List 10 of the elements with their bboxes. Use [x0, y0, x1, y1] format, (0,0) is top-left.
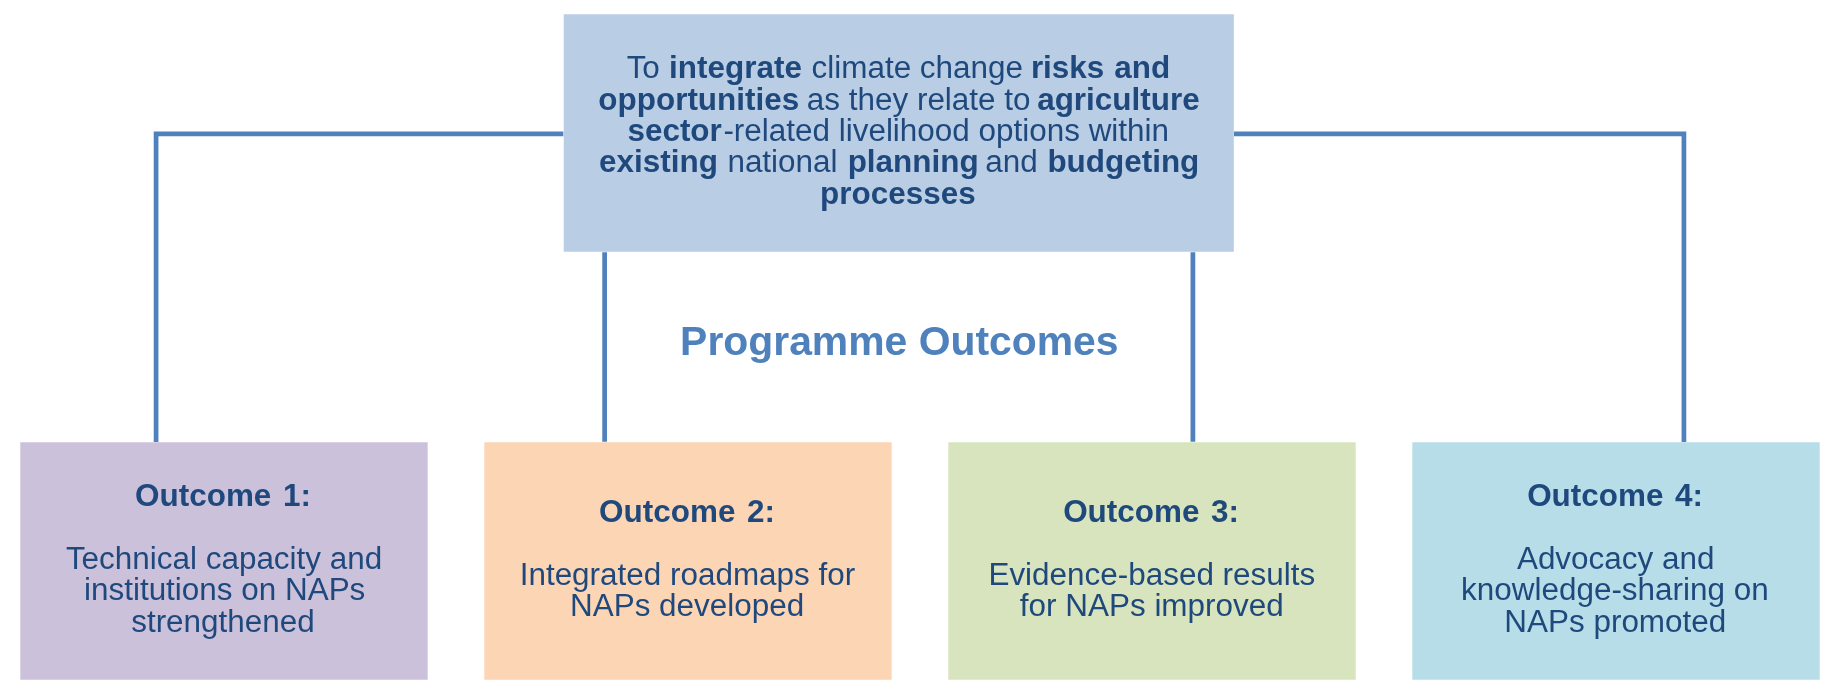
node-box: To integrate climate change risks and opportunities as they relate to agriculture sector-related livelihood options within existing national planning and budgeting processes [563, 14, 1234, 252]
node-box: Outcome 2: Integrated roadmaps for NAPs developed [484, 442, 892, 680]
connector [602, 252, 607, 442]
node-box: Outcome 4: Advocacy and knowledge-sharing on NAPs promoted [1412, 442, 1820, 680]
node-box: Outcome 1: Technical capacity and institutions on NAPs strengthened [20, 442, 428, 680]
connector [153, 131, 564, 442]
connector [1234, 131, 1687, 442]
label: Programme Outcomes [680, 318, 1119, 365]
connector [1190, 252, 1196, 442]
node-box: Outcome 3: Evidence-based results for NAPs improved [948, 442, 1356, 680]
